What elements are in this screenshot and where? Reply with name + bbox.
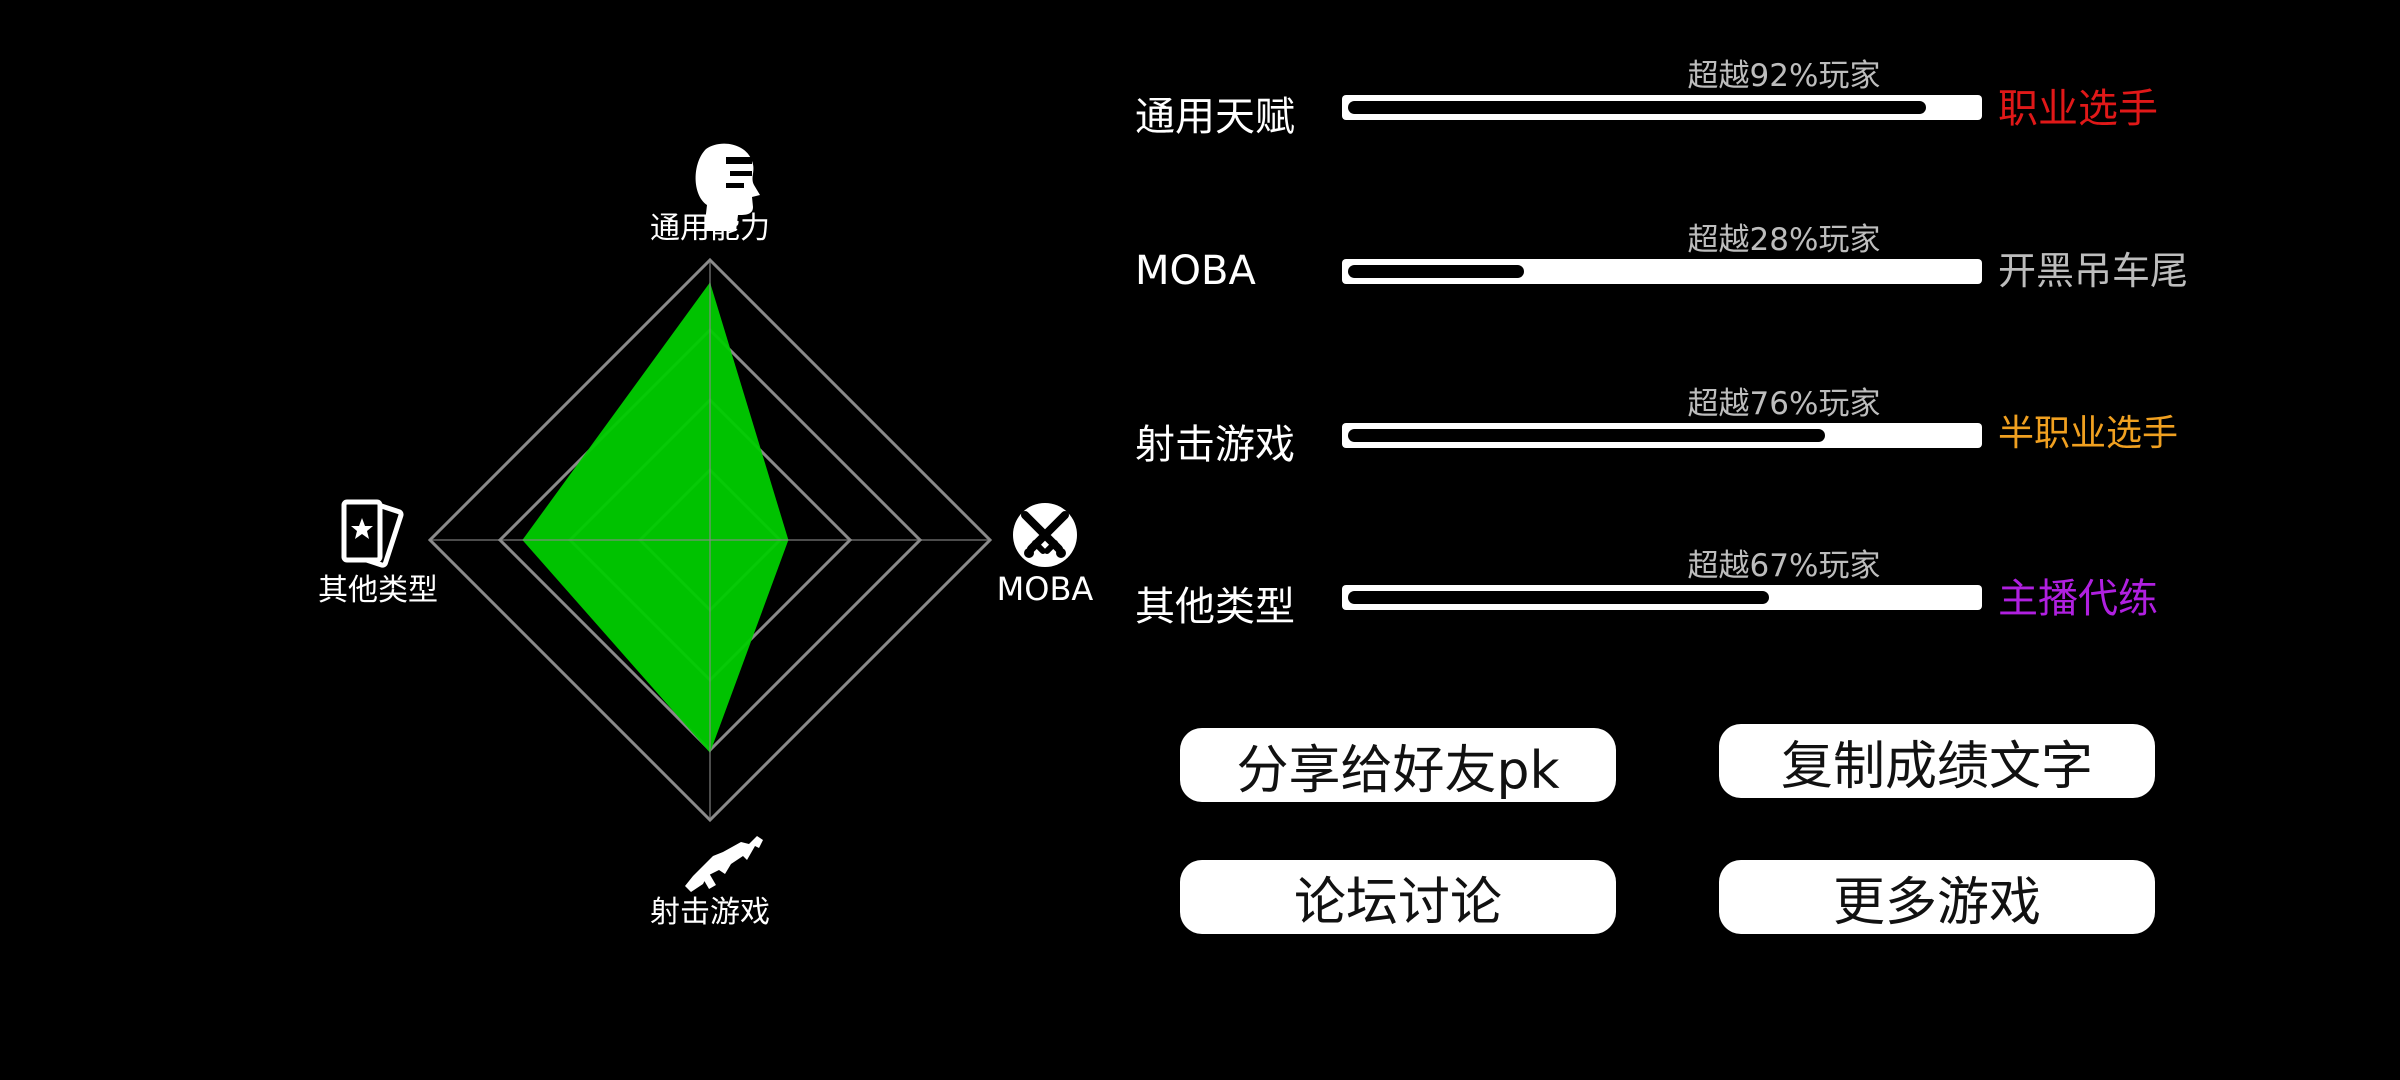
progress-bar: [1342, 585, 1982, 610]
stat-row-general: 通用天赋 超越92%玩家 职业选手: [1130, 50, 2230, 170]
stat-row-other: 其他类型 超越67%玩家 主播代练: [1130, 540, 2230, 660]
head-icon: [695, 143, 760, 231]
row-percent: 超越67%玩家: [1687, 548, 1881, 584]
forum-button[interactable]: 论坛讨论: [1180, 860, 1616, 934]
share-button[interactable]: 分享给好友pk: [1180, 728, 1616, 802]
row-label: MOBA: [1135, 248, 1256, 294]
rank-label: 半职业选手: [1998, 413, 2179, 454]
row-label: 射击游戏: [1135, 422, 1295, 468]
more-games-button[interactable]: 更多游戏: [1719, 860, 2155, 934]
progress-bar: [1342, 423, 1982, 448]
radar-spokes: [430, 260, 990, 820]
stat-row-moba: MOBA 超越28%玩家 开黑吊车尾: [1130, 214, 2230, 334]
rank-label: 开黑吊车尾: [1998, 249, 2189, 293]
radar-label-general: 通用能力: [650, 211, 770, 246]
row-label: 其他类型: [1135, 584, 1295, 630]
star-cards-icon: [341, 499, 404, 568]
progress-fill: [1348, 429, 1825, 442]
radar-area: [522, 282, 789, 753]
rank-label: 主播代练: [1998, 576, 2158, 622]
row-percent: 超越92%玩家: [1687, 58, 1881, 94]
progress-bar: [1342, 259, 1982, 284]
rank-label: 职业选手: [1998, 86, 2158, 132]
radar-chart: 通用能力 MOBA 射击游戏 其他类型: [318, 143, 1094, 930]
stat-row-shooter: 射击游戏 超越76%玩家 半职业选手: [1130, 378, 2230, 498]
progress-fill: [1348, 591, 1769, 604]
rifle-icon: [685, 836, 763, 892]
row-percent: 超越28%玩家: [1687, 222, 1881, 258]
row-label: 通用天赋: [1135, 94, 1295, 140]
radar-label-shooter: 射击游戏: [650, 895, 770, 930]
progress-fill: [1348, 265, 1524, 278]
progress-fill: [1348, 101, 1926, 114]
radar-label-moba: MOBA: [997, 570, 1094, 608]
crossed-swords-icon: [1013, 503, 1077, 567]
radar-label-other: 其他类型: [318, 573, 438, 608]
row-percent: 超越76%玩家: [1687, 386, 1881, 422]
progress-bar: [1342, 95, 1982, 120]
copy-result-button[interactable]: 复制成绩文字: [1719, 724, 2155, 798]
